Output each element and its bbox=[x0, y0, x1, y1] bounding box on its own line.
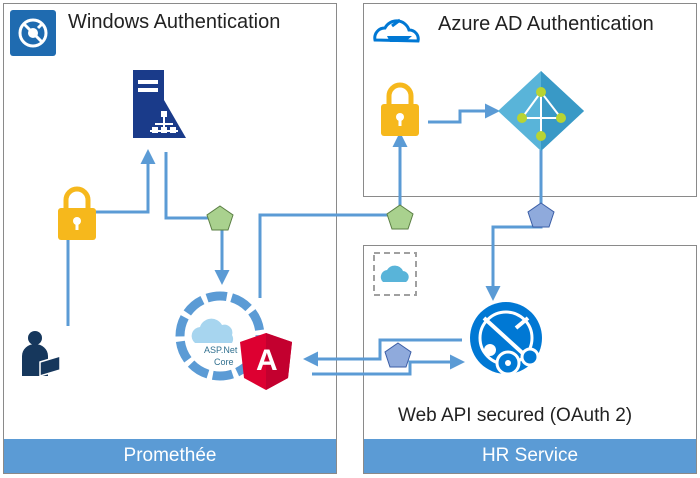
windows-auth-title: Windows Authentication bbox=[68, 11, 281, 33]
user-laptop-icon bbox=[22, 331, 61, 378]
lock-icon-azure bbox=[381, 82, 419, 136]
connector-server-to-app bbox=[164, 152, 230, 285]
connector-azure-ad-to-api bbox=[485, 150, 543, 301]
promethee-footer: Promethée bbox=[4, 439, 336, 473]
web-api-icon bbox=[470, 302, 542, 376]
token-green-windows bbox=[206, 205, 234, 231]
hr-service-footer: HR Service bbox=[364, 439, 696, 473]
aspnet-label-line2: Core bbox=[214, 357, 234, 367]
connector-user-to-server bbox=[66, 149, 156, 326]
azure-ad-icon bbox=[498, 71, 584, 151]
token-blue-azure bbox=[527, 202, 555, 228]
globe-icon bbox=[10, 10, 56, 56]
angular-letter: A bbox=[256, 344, 278, 377]
angular-icon bbox=[240, 333, 292, 390]
lock-icon-windows bbox=[58, 186, 96, 240]
connector-api-to-app bbox=[303, 338, 462, 367]
token-green-azure bbox=[386, 204, 414, 230]
token-blue-api bbox=[384, 342, 412, 368]
azure-ad-title: Azure AD Authentication bbox=[438, 13, 654, 35]
connector-lock-to-azure-ad bbox=[428, 103, 500, 124]
app-service-icon bbox=[373, 252, 417, 296]
server-network-icon bbox=[133, 70, 186, 138]
connectors bbox=[66, 103, 543, 376]
connector-app-to-api bbox=[312, 354, 465, 376]
web-api-caption: Web API secured (OAuth 2) bbox=[398, 405, 633, 426]
aspnet-label-line1: ASP.Net bbox=[204, 345, 238, 355]
azure-cloud-icon bbox=[373, 18, 420, 43]
connector-app-to-azure-lock bbox=[258, 132, 408, 298]
